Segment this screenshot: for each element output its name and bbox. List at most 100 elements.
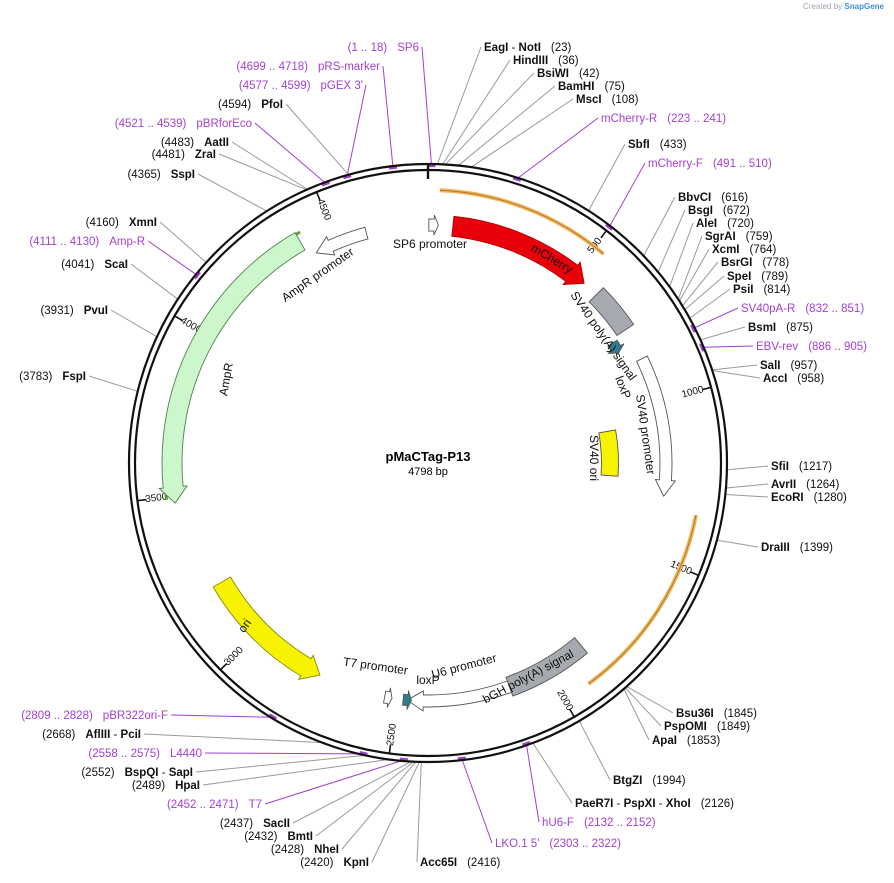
site-label: BsgI(672): [688, 205, 750, 217]
ruler-tick-label: 2500: [385, 722, 399, 746]
sp6-promoter-arrow: [428, 214, 439, 236]
leader-line: [725, 465, 769, 471]
orf-arc-line: [588, 514, 697, 685]
leader-line: [441, 59, 511, 166]
svg-text:DraIII(1399): DraIII(1399): [761, 542, 833, 554]
leader-line: [724, 483, 769, 489]
site-label: DraIII(1399): [761, 542, 833, 554]
svg-text:BsiWI(42): BsiWI(42): [537, 68, 600, 80]
primer-mark: [388, 166, 398, 170]
ruler-tick: [315, 191, 321, 201]
site-label: (4481)ZraI: [152, 149, 216, 161]
site-label: SalI(957): [760, 360, 817, 372]
ruler-tick: [174, 315, 183, 322]
leader-line: [724, 493, 769, 498]
leader-line: [346, 84, 367, 177]
loxp-arrow: [607, 339, 625, 354]
svg-text:SpeI(789): SpeI(789): [727, 271, 788, 283]
ruler-tick: [569, 708, 575, 718]
leader-line: [218, 153, 309, 191]
svg-text:PaeR7I - PspXI - XhoI(2126): PaeR7I - PspXI - XhoI(2126): [575, 798, 734, 810]
primer-mark: [512, 177, 521, 182]
site-label: MscI(108): [576, 94, 639, 106]
primer-label: (4111 .. 4130)Amp-R: [29, 236, 145, 248]
ruler-tick-label: 2000: [554, 688, 575, 713]
leader-line: [678, 248, 710, 303]
leader-line: [292, 760, 414, 824]
leader-line: [609, 162, 646, 227]
leader-line: [624, 686, 662, 727]
leader-line: [642, 196, 676, 258]
site-label: BbvCI(616): [678, 192, 748, 204]
primer-mark: [457, 756, 466, 760]
leader-line: [578, 719, 611, 781]
svg-text:SV40pA-R(832 .. 851): SV40pA-R(832 .. 851): [741, 303, 864, 315]
site-label: SfiI(1217): [771, 461, 832, 473]
primer-mark: [690, 324, 696, 333]
ruler-tick: [219, 662, 228, 671]
svg-text:(2552)BspQI - SapI: (2552)BspQI - SapI: [81, 767, 193, 779]
site-label: (4365)SspI: [127, 169, 195, 181]
primer-label: hU6-F(2132 .. 2152): [542, 817, 656, 829]
ruler-tick: [702, 386, 712, 391]
ampr-arrow: [158, 232, 306, 504]
svg-text:(3783)FspI: (3783)FspI: [19, 371, 86, 383]
site-label: PspOMI(1849): [664, 721, 750, 733]
svg-text:(2668)AflIII - PciI: (2668)AflIII - PciI: [42, 729, 141, 741]
ampr-label: AmpR: [216, 361, 236, 397]
leader-line: [197, 173, 269, 213]
credit-prefix: Created by: [803, 2, 843, 11]
svg-text:AvrII(1264): AvrII(1264): [771, 479, 840, 491]
site-label: (4041)ScaI: [61, 259, 128, 271]
primer-label: (2809 .. 2828)pBR322ori-F: [21, 710, 168, 722]
leader-line: [147, 240, 198, 276]
site-label: (2668)AflIII - PciI: [42, 729, 141, 741]
plasmid-length: 4798 bp: [408, 466, 448, 478]
primer-mark: [194, 271, 201, 280]
leader-line: [461, 758, 493, 844]
ruler-tick-label: 3000: [222, 644, 246, 668]
site-label: AleI(720): [696, 218, 754, 230]
primer-label: mCherry-F(491 .. 510): [648, 158, 772, 170]
leader-line: [711, 364, 758, 371]
leader-line: [436, 46, 482, 166]
snapgene-credit: Created by SnapGene: [803, 2, 884, 11]
u6-promoter-arrow: [406, 680, 513, 712]
svg-text:mCherry-R(223 .. 241): mCherry-R(223 .. 241): [601, 113, 726, 125]
loxp2-arrow: [402, 690, 412, 710]
svg-text:(4365)SspI: (4365)SspI: [127, 169, 195, 181]
svg-text:XcmI(764): XcmI(764): [712, 244, 777, 256]
site-label: (2432)BmtI: [244, 831, 313, 843]
site-label: BsrGI(778): [721, 257, 789, 269]
site-label: BamHI(75): [558, 81, 625, 93]
site-label: SgrAI(759): [705, 231, 773, 243]
site-label: PaeR7I - PspXI - XhoI(2126): [575, 798, 734, 810]
svg-text:BamHI(75): BamHI(75): [558, 81, 625, 93]
svg-text:hU6-F(2132 .. 2152): hU6-F(2132 .. 2152): [542, 817, 656, 829]
leader-line: [444, 72, 535, 166]
svg-text:EcoRI(1280): EcoRI(1280): [771, 492, 847, 504]
primer-label: LKO.1 5'(2303 .. 2322): [495, 838, 621, 850]
svg-text:(2437)SacII: (2437)SacII: [220, 818, 290, 830]
svg-text:Bsu36I(1845): Bsu36I(1845): [676, 708, 757, 720]
svg-text:(2420)KpnI: (2420)KpnI: [300, 857, 369, 869]
leader-line: [622, 687, 650, 741]
svg-text:BsgI(672): BsgI(672): [688, 205, 750, 217]
ruler-tick-label: 3500: [145, 491, 169, 505]
orf-arc: [587, 514, 698, 686]
ruler-tick: [388, 744, 392, 754]
leader-line: [681, 261, 719, 308]
site-label: SpeI(789): [727, 271, 788, 283]
site-label: (4483)AatII: [161, 137, 229, 149]
primer-mark: [343, 175, 352, 180]
site-label: (2428)NheI: [271, 844, 339, 856]
primer-mark: [521, 740, 531, 746]
site-label: Acc65I(2416): [420, 857, 501, 869]
leader-line: [469, 98, 574, 169]
loxp2-label: loxP: [416, 673, 439, 687]
svg-text:(4577 .. 4599)pGEX 3': (4577 .. 4599)pGEX 3': [239, 80, 363, 92]
site-label: (3783)FspI: [19, 371, 86, 383]
svg-text:SfiI(1217): SfiI(1217): [771, 461, 832, 473]
t7-promoter-label: T7 promoter: [342, 655, 409, 678]
primer-mark: [321, 181, 331, 187]
